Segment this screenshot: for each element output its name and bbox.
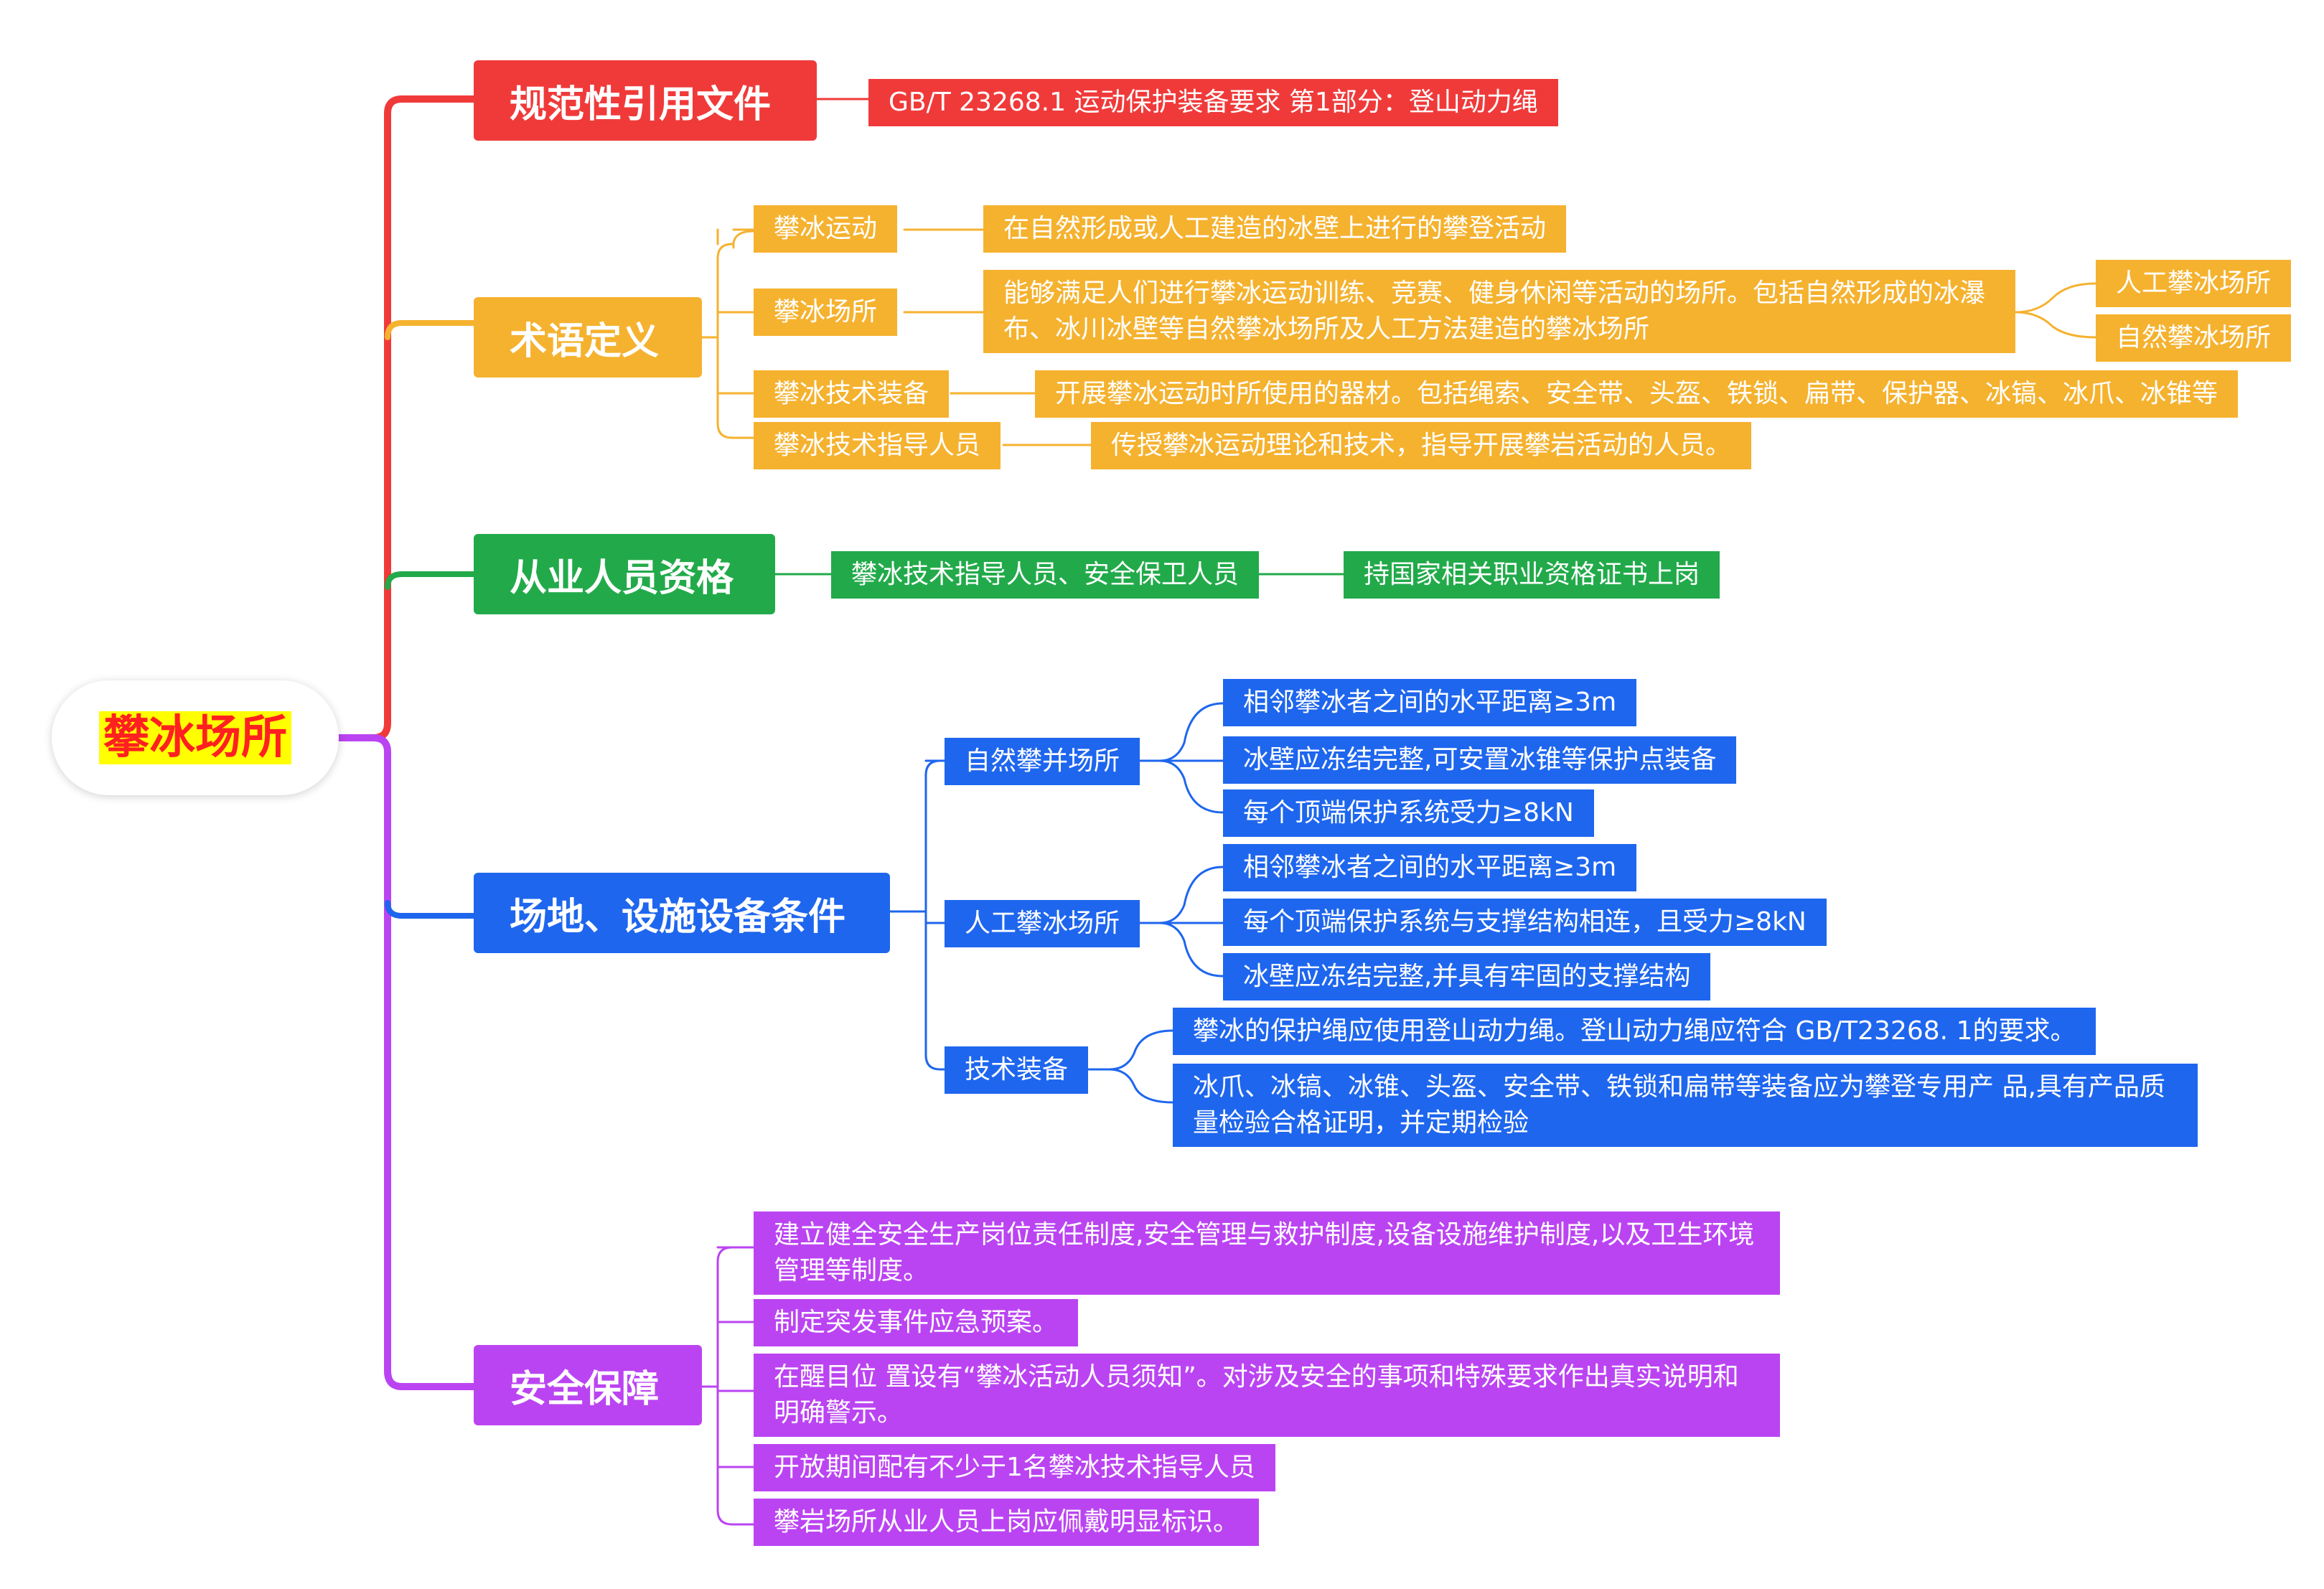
definition-node[interactable]: 开展攀冰运动时所使用的器材。包括绳索、安全带、头盔、铁锁、扁带、保护器、冰镐、冰…: [1035, 370, 2239, 418]
root-topic-label: 攀冰场所: [99, 711, 291, 765]
node-text: 在醒目位 置设有“攀冰活动人员须知”。对涉及安全的事项和特殊要求作出真实说明和明…: [774, 1362, 1739, 1428]
term-node[interactable]: 攀冰技术指导人员: [754, 422, 1001, 469]
requirement-node[interactable]: 每个顶端保护系统与支撑结构相连，且受力≥8kN: [1223, 899, 1827, 946]
node-text: 攀冰技术指导人员: [774, 431, 981, 460]
node-text: 攀冰技术指导人员、安全保卫人员: [851, 560, 1240, 589]
node-text: 开展攀冰运动时所使用的器材。包括绳索、安全带、头盔、铁锁、扁带、保护器、冰镐、冰…: [1055, 379, 2218, 408]
sub-term-node[interactable]: 人工攀冰场所: [2096, 260, 2292, 307]
node-text: 冰壁应冻结完整,可安置冰锥等保护点装备: [1243, 745, 1717, 774]
node-text: 相邻攀冰者之间的水平距离≥3m: [1243, 688, 1617, 717]
branch-label: 安全保障: [510, 1367, 660, 1411]
node-text: 攀冰运动: [774, 214, 878, 243]
node-text: 每个顶端保护系统与支撑结构相连，且受力≥8kN: [1243, 907, 1807, 937]
branch-label: 场地、设施设备条件: [510, 895, 846, 939]
branch-staff-qualifications[interactable]: 从业人员资格: [474, 534, 775, 614]
node-text: 攀冰的保护绳应使用登山动力绳。登山动力绳应符合 GB/T23268. 1的要求。: [1193, 1016, 2076, 1046]
term-node[interactable]: 攀冰技术装备: [754, 370, 950, 418]
group-artificial-site[interactable]: 人工攀冰场所: [945, 900, 1140, 947]
node-text: 技术装备: [965, 1055, 1069, 1084]
node-text: 制定突发事件应急预案。: [774, 1308, 1059, 1337]
definition-node[interactable]: 传授攀冰运动理论和技术，指导开展攀岩活动的人员。: [1091, 422, 1752, 469]
safety-item[interactable]: 建立健全安全生产岗位责任制度,安全管理与救护制度,设备设施维护制度,以及卫生环境…: [754, 1211, 1780, 1295]
definition-node[interactable]: 在自然形成或人工建造的冰壁上进行的攀登活动: [983, 205, 1567, 253]
requirement-node[interactable]: 冰爪、冰镐、冰锥、头盔、安全带、铁锁和扁带等装备应为攀登专用产 品,具有产品质量…: [1173, 1064, 2198, 1147]
node-text: 传授攀冰运动理论和技术，指导开展攀岩活动的人员。: [1111, 431, 1732, 460]
branch-label: 规范性引用文件: [510, 83, 772, 126]
term-node[interactable]: 攀冰场所: [754, 289, 898, 336]
branch-normative-references[interactable]: 规范性引用文件: [474, 60, 817, 141]
node-text: 建立健全安全生产岗位责任制度,安全管理与救护制度,设备设施维护制度,以及卫生环境…: [774, 1220, 1755, 1285]
safety-item[interactable]: 在醒目位 置设有“攀冰活动人员须知”。对涉及安全的事项和特殊要求作出真实说明和明…: [754, 1354, 1780, 1437]
node-text: 开放期间配有不少于1名攀冰技术指导人员: [774, 1453, 1255, 1482]
requirement-node[interactable]: 每个顶端保护系统受力≥8kN: [1223, 789, 1594, 837]
requirement-node[interactable]: 冰壁应冻结完整,并具有牢固的支撑结构: [1223, 953, 1711, 1000]
node-text: 自然攀冰场所: [2116, 323, 2272, 352]
branch-site-facilities[interactable]: 场地、设施设备条件: [474, 873, 890, 953]
branch-safety[interactable]: 安全保障: [474, 1345, 702, 1425]
node-text: 人工攀冰场所: [2116, 268, 2272, 298]
group-natural-site[interactable]: 自然攀并场所: [945, 738, 1140, 785]
node-text: 攀冰场所: [774, 297, 878, 327]
node-text: 在自然形成或人工建造的冰壁上进行的攀登活动: [1003, 214, 1547, 243]
node-text: 冰爪、冰镐、冰锥、头盔、安全带、铁锁和扁带等装备应为攀登专用产 品,具有产品质量…: [1193, 1072, 2165, 1138]
branch-terms-definitions[interactable]: 术语定义: [474, 297, 702, 378]
staff-role-node[interactable]: 攀冰技术指导人员、安全保卫人员: [831, 551, 1260, 599]
branch-label: 术语定义: [510, 319, 660, 363]
node-text: 相邻攀冰者之间的水平距离≥3m: [1243, 853, 1617, 882]
definition-node[interactable]: 能够满足人们进行攀冰运动训练、竞赛、健身休闲等活动的场所。包括自然形成的冰瀑布、…: [983, 270, 2015, 353]
requirement-node[interactable]: 冰壁应冻结完整,可安置冰锥等保护点装备: [1223, 736, 1737, 784]
node-text: 人工攀冰场所: [965, 909, 1120, 938]
safety-item[interactable]: 攀岩场所从业人员上岗应佩戴明显标识。: [754, 1499, 1260, 1546]
node-text: 攀岩场所从业人员上岗应佩戴明显标识。: [774, 1507, 1240, 1537]
node-text: 攀冰技术装备: [774, 379, 929, 408]
node-text: 能够满足人们进行攀冰运动训练、竞赛、健身休闲等活动的场所。包括自然形成的冰瀑布、…: [1003, 278, 1986, 344]
safety-item[interactable]: 制定突发事件应急预案。: [754, 1299, 1079, 1346]
requirement-node[interactable]: 攀冰的保护绳应使用登山动力绳。登山动力绳应符合 GB/T23268. 1的要求。: [1173, 1008, 2096, 1055]
sub-term-node[interactable]: 自然攀冰场所: [2096, 314, 2292, 362]
branch-label: 从业人员资格: [510, 556, 734, 600]
node-text: 持国家相关职业资格证书上岗: [1364, 560, 1700, 589]
staff-requirement-node[interactable]: 持国家相关职业资格证书上岗: [1344, 551, 1720, 599]
requirement-node[interactable]: 相邻攀冰者之间的水平距离≥3m: [1223, 844, 1637, 891]
node-text: 自然攀并场所: [965, 746, 1120, 776]
root-topic[interactable]: 攀冰场所: [52, 680, 339, 795]
reference-standard[interactable]: GB/T 23268.1 运动保护装备要求 第1部分：登山动力绳: [868, 79, 1558, 126]
requirement-node[interactable]: 相邻攀冰者之间的水平距离≥3m: [1223, 679, 1637, 726]
group-technical-equipment[interactable]: 技术装备: [945, 1046, 1089, 1094]
node-text: 冰壁应冻结完整,并具有牢固的支撑结构: [1243, 962, 1691, 991]
safety-item[interactable]: 开放期间配有不少于1名攀冰技术指导人员: [754, 1444, 1275, 1491]
node-text: GB/T 23268.1 运动保护装备要求 第1部分：登山动力绳: [889, 88, 1538, 117]
node-text: 每个顶端保护系统受力≥8kN: [1243, 798, 1574, 828]
term-node[interactable]: 攀冰运动: [754, 205, 898, 253]
